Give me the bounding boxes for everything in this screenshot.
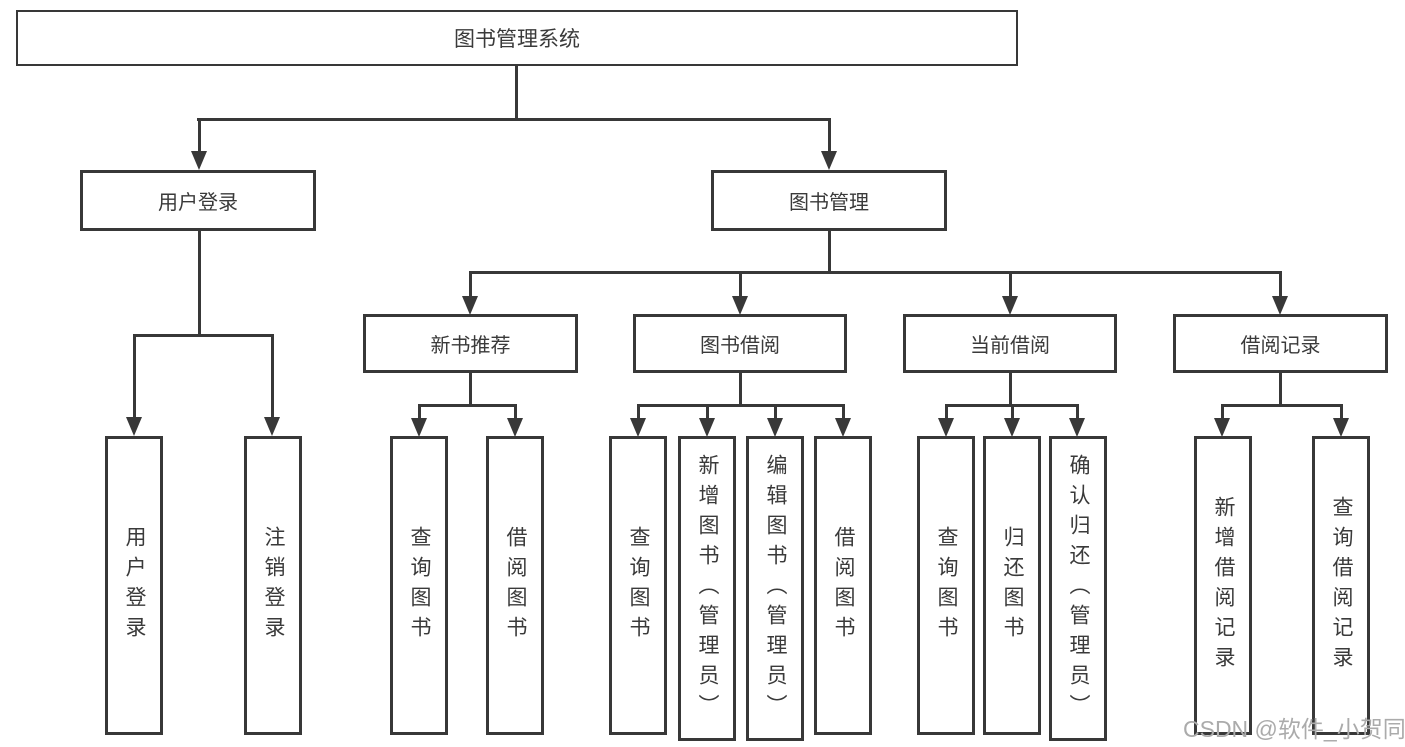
connector-line (739, 271, 742, 297)
connector-line (418, 404, 421, 419)
connector-line (1340, 404, 1343, 419)
leaf-label: 用户登录 (123, 525, 146, 646)
leaf-edit-book-admin: 编辑图书（管理员） (746, 436, 804, 741)
leaf-label: 查询图书 (408, 525, 431, 646)
connector-line (469, 271, 1282, 274)
connector-line (1011, 404, 1014, 419)
csdn-watermark: CSDN @软件_小贺同学 (1183, 716, 1405, 742)
connector-line (1221, 404, 1343, 407)
connector-line (514, 404, 517, 419)
connector-line (637, 404, 640, 419)
leaf-label: 查询图书 (627, 525, 650, 646)
connector-line (271, 334, 274, 418)
arrowhead-icon (191, 151, 207, 170)
connector-line (774, 404, 777, 419)
connector-line (133, 334, 274, 337)
node-current-borrow: 当前借阅 (903, 314, 1117, 373)
arrowhead-icon (462, 296, 478, 315)
leaf-return-book: 归还图书 (983, 436, 1041, 735)
connector-line (198, 118, 201, 152)
connector-line (469, 372, 472, 406)
leaf-label: 新增借阅记录 (1212, 495, 1235, 676)
connector-line (1279, 372, 1282, 406)
connector-line (1009, 372, 1012, 406)
connector-line (1009, 271, 1012, 297)
connector-line (515, 66, 518, 120)
leaf-label: 编辑图书（管理员） (764, 453, 787, 724)
connector-line (945, 404, 948, 419)
leaf-label: 确认归还（管理员） (1067, 453, 1090, 724)
connector-line (842, 404, 845, 419)
arrowhead-icon (1272, 296, 1288, 315)
arrowhead-icon (732, 296, 748, 315)
leaf-label: 查询借阅记录 (1330, 495, 1353, 676)
arrowhead-icon (1214, 418, 1230, 437)
arrowhead-icon (821, 151, 837, 170)
leaf-label: 新增图书（管理员） (696, 453, 719, 724)
connector-line (1279, 271, 1282, 297)
arrowhead-icon (507, 418, 523, 437)
arrowhead-icon (1004, 418, 1020, 437)
node-new-book-recommend: 新书推荐 (363, 314, 578, 373)
leaf-add-borrow-record: 新增借阅记录 (1194, 436, 1252, 735)
arrowhead-icon (1002, 296, 1018, 315)
leaf-label: 借阅图书 (504, 525, 527, 646)
connector-line (1221, 404, 1224, 419)
leaf-query-books-borrow: 查询图书 (609, 436, 667, 735)
connector-line (198, 231, 201, 336)
leaf-add-book-admin: 新增图书（管理员） (678, 436, 736, 741)
connector-line (828, 118, 831, 152)
leaf-confirm-return-admin: 确认归还（管理员） (1049, 436, 1107, 741)
leaf-query-books-current: 查询图书 (917, 436, 975, 735)
leaf-borrow-books-borrow: 借阅图书 (814, 436, 872, 735)
leaf-logout: 注销登录 (244, 436, 302, 735)
connector-line (197, 118, 831, 121)
leaf-label: 查询图书 (935, 525, 958, 646)
node-book-management: 图书管理 (711, 170, 947, 231)
connector-line (828, 231, 831, 272)
node-book-borrow: 图书借阅 (633, 314, 847, 373)
connector-line (739, 372, 742, 406)
leaf-label: 借阅图书 (832, 525, 855, 646)
arrowhead-icon (411, 418, 427, 437)
arrowhead-icon (699, 418, 715, 437)
node-user-login: 用户登录 (80, 170, 316, 231)
arrowhead-icon (1069, 418, 1085, 437)
arrowhead-icon (1333, 418, 1349, 437)
connector-line (706, 404, 709, 419)
arrowhead-icon (630, 418, 646, 437)
arrowhead-icon (264, 417, 280, 436)
leaf-label: 注销登录 (262, 525, 285, 646)
leaf-user-login: 用户登录 (105, 436, 163, 735)
connector-line (1076, 404, 1079, 419)
connector-line (418, 404, 517, 407)
node-library-system: 图书管理系统 (16, 10, 1018, 66)
connector-line (133, 334, 136, 418)
connector-line (469, 271, 472, 297)
leaf-query-books-recommend: 查询图书 (390, 436, 448, 735)
arrowhead-icon (938, 418, 954, 437)
leaf-query-borrow-record: 查询借阅记录 (1312, 436, 1370, 735)
connector-line (637, 404, 845, 407)
arrowhead-icon (126, 417, 142, 436)
arrowhead-icon (835, 418, 851, 437)
node-borrow-records: 借阅记录 (1173, 314, 1388, 373)
leaf-label: 归还图书 (1001, 525, 1024, 646)
arrowhead-icon (767, 418, 783, 437)
leaf-borrow-books-recommend: 借阅图书 (486, 436, 544, 735)
